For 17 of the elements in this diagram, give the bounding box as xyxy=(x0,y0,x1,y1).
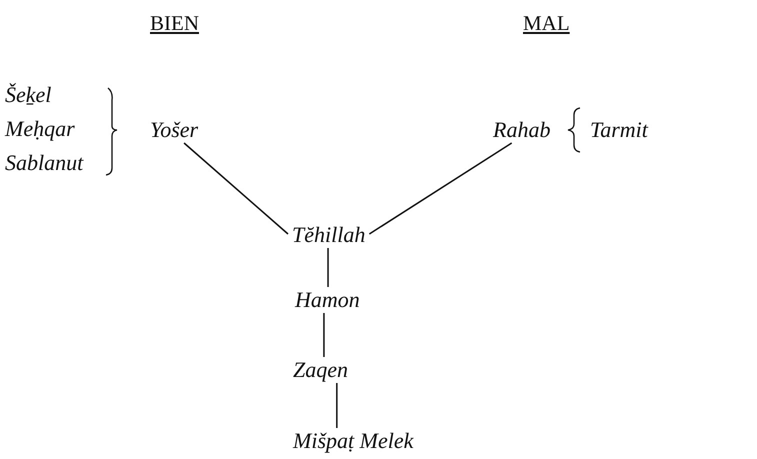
column-heading: BIEN xyxy=(150,10,199,36)
connector-line xyxy=(323,313,325,357)
connector-line xyxy=(336,383,338,428)
connector-line xyxy=(184,142,288,235)
term-label: Mišpaṭ Melek xyxy=(293,428,414,454)
term-label: Meḥqar xyxy=(5,116,75,142)
term-label: Sablanut xyxy=(5,150,84,176)
term-label: Rahab xyxy=(493,117,550,143)
connector-line xyxy=(368,142,512,235)
term-label: Šeḵel xyxy=(5,82,52,108)
column-heading: MAL xyxy=(523,10,570,36)
term-label: Tĕhillah xyxy=(292,222,366,248)
term-label: Tarmit xyxy=(590,117,648,143)
term-label: Zaqen xyxy=(293,357,348,383)
term-label: Hamon xyxy=(295,287,360,313)
connector-line xyxy=(327,248,329,287)
term-label: Yošer xyxy=(150,117,198,143)
